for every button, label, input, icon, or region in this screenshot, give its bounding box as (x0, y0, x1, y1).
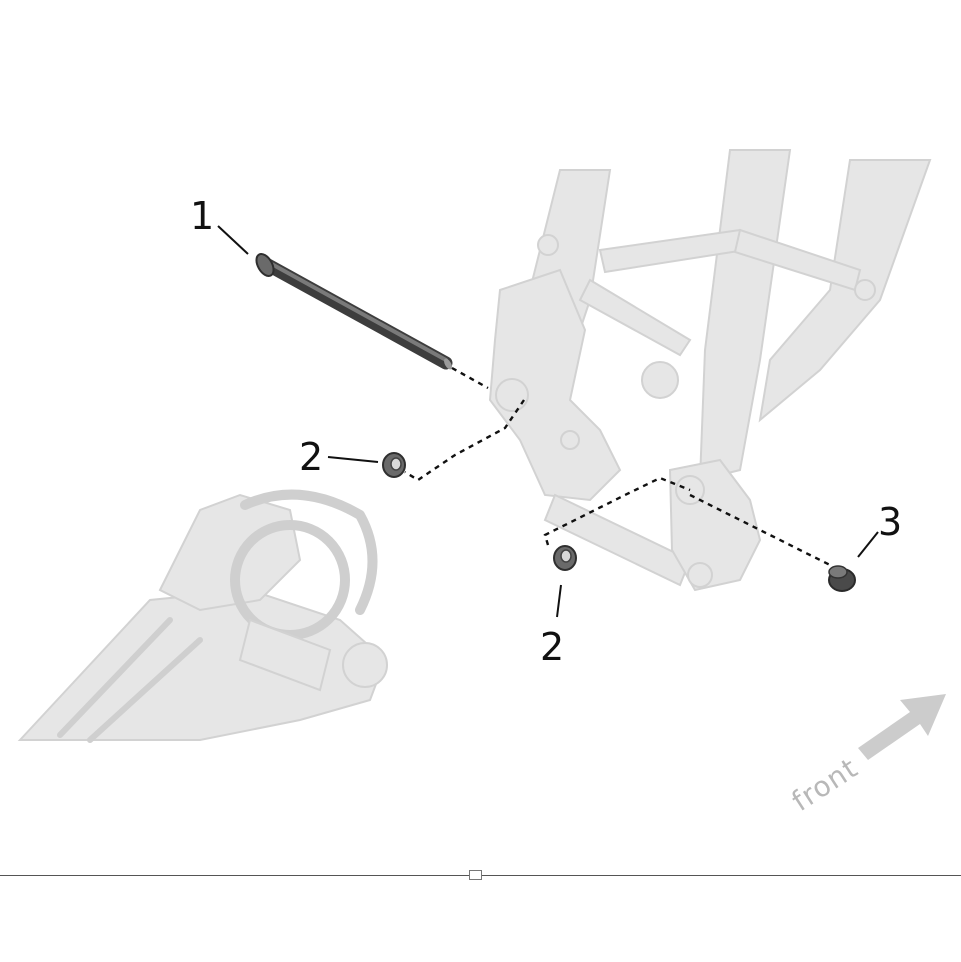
bushing-left-path-line (404, 399, 525, 482)
bushing-part-lower (553, 545, 577, 571)
callout-3: 3 (878, 500, 902, 544)
leader-lines (217, 225, 879, 618)
nut-path-line (689, 493, 831, 567)
axle-part (255, 253, 453, 370)
front-arrow-icon (858, 694, 946, 760)
callout-2-left: 2 (299, 435, 323, 479)
front-label: front (786, 751, 864, 818)
swingarm-ghost (17, 489, 388, 743)
callout-1: 1 (190, 194, 214, 238)
divider-resize-handle[interactable] (469, 870, 482, 880)
assembly-lines (404, 366, 831, 567)
axle-path-line (451, 366, 489, 390)
nut-part (828, 565, 856, 592)
callout-2-lower: 2 (540, 625, 564, 669)
frame-ghost (488, 149, 932, 592)
bushing-part-left (382, 452, 406, 478)
